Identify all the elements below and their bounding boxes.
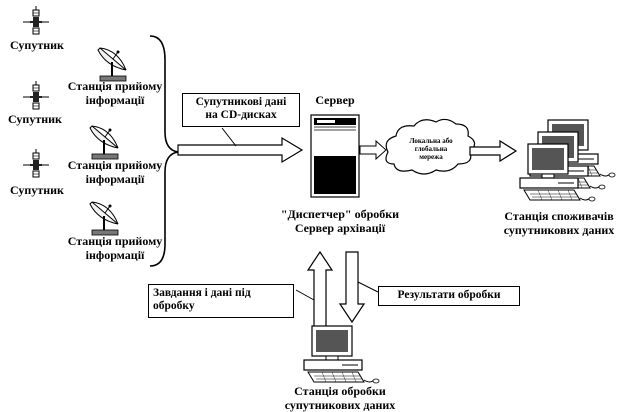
station-label: Станція прийому інформації	[60, 79, 170, 107]
satellite-dish-icon	[89, 125, 119, 160]
network-label-line1: Локальна або	[409, 137, 453, 145]
server-label: Сервер	[315, 93, 355, 107]
dispatcher-label-line1: "Диспетчер" обробки	[280, 207, 400, 221]
satellite-label: Супутник	[8, 112, 62, 126]
station-label: Станція прийому інформації	[60, 234, 170, 262]
satellite-label: Супутник	[10, 183, 64, 197]
cd-label-line1: Супутникові дані	[195, 96, 287, 108]
cd-label-line2: на CD-дисках	[205, 109, 277, 121]
station-label-line2: інформації	[85, 172, 145, 186]
satellite-icon	[22, 5, 50, 35]
network-to-consumer-arrow	[469, 139, 518, 163]
station-label-line1: Станція прийому	[67, 234, 163, 248]
network-label-line3: мережа	[419, 153, 443, 161]
grouping-brace	[149, 35, 179, 267]
network-label: Локальна або глобальна мережа	[396, 137, 466, 161]
consumer-label-line1: Станція споживачів	[504, 209, 614, 223]
station-label: Станція прийому інформації	[60, 158, 170, 186]
cloud-icon	[385, 118, 476, 175]
tasks-label-line2: обробку	[153, 300, 195, 312]
station-label-line1: Станція прийому	[67, 79, 163, 93]
satellite-dish-icon	[89, 201, 119, 236]
cd-data-label-box: Супутникові дані на CD-дисках	[182, 93, 300, 127]
computer-workstation-icon	[519, 119, 616, 202]
tasks-up-arrow	[306, 250, 334, 331]
station-label-line2: інформації	[85, 248, 145, 262]
satellite-icon	[22, 80, 50, 110]
server-to-network-arrow	[359, 139, 387, 161]
processing-label-line2: супутникових даних	[284, 398, 396, 412]
station-label-line2: інформації	[85, 93, 145, 107]
computer-workstation-icon	[303, 325, 380, 384]
processing-label-line1: Станція обробки	[294, 384, 386, 398]
processing-station-label: Станція обробки супутникових даних	[270, 384, 410, 412]
dispatcher-label-line2: Сервер архівації	[294, 221, 386, 235]
tasks-label-box: Завдання і дані під обробку	[148, 284, 294, 318]
station-label-line1: Станція прийому	[67, 158, 163, 172]
consumer-label-line2: супутникових даних	[503, 223, 615, 237]
results-label-box: Результати обробки	[378, 286, 520, 306]
server-tower-icon	[310, 114, 360, 198]
satellite-dish-icon	[97, 47, 127, 82]
tasks-label-line1: Завдання і дані під	[153, 287, 251, 299]
dispatcher-label: "Диспетчер" обробки Сервер архівації	[256, 207, 424, 235]
satellite-label: Супутник	[10, 38, 64, 52]
results-down-arrow	[338, 251, 366, 324]
input-arrow	[177, 136, 304, 164]
satellite-icon	[22, 148, 50, 178]
consumer-station-label: Станція споживачів супутникових даних	[496, 209, 622, 237]
network-label-line2: глобальна	[414, 145, 448, 153]
results-label-text: Результати обробки	[397, 289, 501, 301]
